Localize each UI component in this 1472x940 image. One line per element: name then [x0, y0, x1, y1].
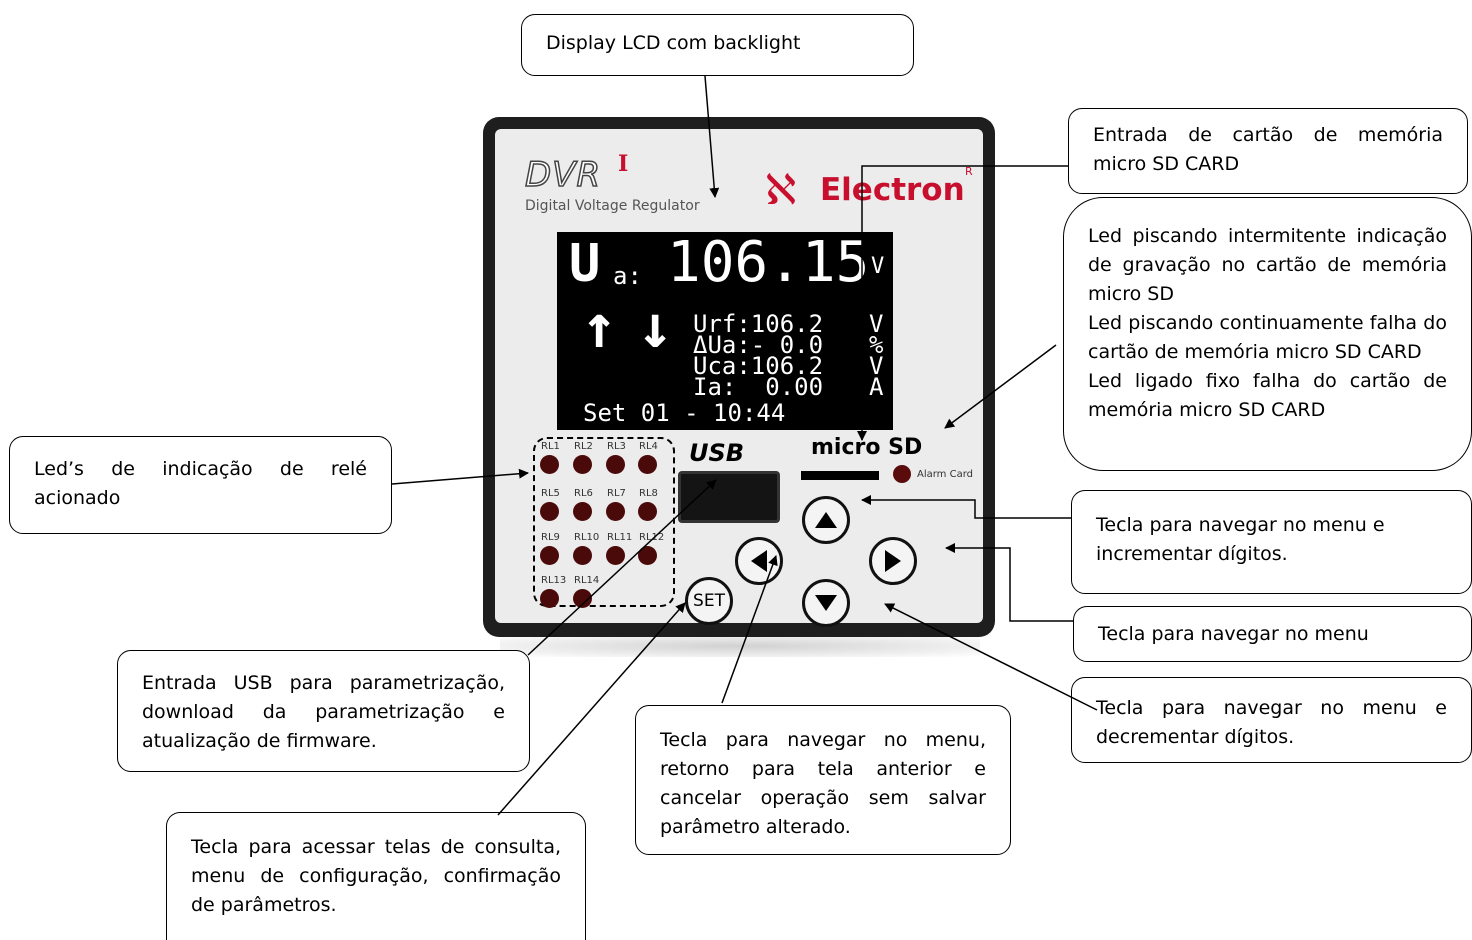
arrow-down-icon: ↓ [637, 292, 674, 362]
registered-mark: R [965, 165, 973, 178]
alarm-card-led [893, 465, 911, 483]
micro-sd-slot[interactable] [801, 471, 879, 480]
callout-key-right-text: Tecla para navegar no menu [1098, 623, 1369, 645]
triangle-right-icon [885, 550, 901, 572]
relay-led [606, 455, 625, 474]
alarm-card-label: Alarm Card [917, 469, 973, 480]
arrow-up-icon: ↑ [581, 292, 618, 362]
relay-label: RL11 [607, 532, 633, 543]
relay-label: RL6 [574, 488, 593, 499]
relay-label: RL9 [541, 532, 560, 543]
callout-sd-entry-text: Entrada de cartão de memória micro SD CA… [1093, 124, 1443, 175]
usb-port[interactable] [678, 471, 780, 523]
relay-label: RL5 [541, 488, 560, 499]
relay-led [606, 502, 625, 521]
model-subtitle: Digital Voltage Regulator [525, 198, 700, 214]
relay-label: RL12 [639, 532, 665, 543]
relay-led [573, 502, 592, 521]
callout-relay-leds-text: Led’s de indicação de relé acionado [34, 458, 367, 509]
triangle-left-icon [751, 550, 767, 572]
callout-display: Display LCD com backlight [521, 14, 914, 76]
triangle-up-icon [815, 512, 837, 528]
callout-usb: Entrada USB para parametrização, downloa… [117, 650, 530, 772]
relay-led [606, 546, 625, 565]
lcd-main-symbol: U [569, 234, 601, 294]
callout-display-text: Display LCD com backlight [546, 32, 801, 54]
relay-label: RL7 [607, 488, 626, 499]
lcd-display: U a: 106.15 V ↑ ↓ Urf:106.2 V ΔUa:- 0.0 … [557, 230, 893, 430]
triangle-down-icon [815, 595, 837, 611]
relay-label: RL8 [639, 488, 658, 499]
callout-key-left: Tecla para navegar no menu, retorno para… [635, 705, 1011, 855]
lcd-main-value: 106.15 [667, 230, 870, 295]
relay-label: RL1 [541, 441, 560, 452]
micro-sd-logo: micro SD [811, 435, 923, 460]
relay-label: RL13 [541, 575, 567, 586]
relay-led [540, 502, 559, 521]
usb-logo: USB [689, 439, 745, 467]
callout-sd-led: Led piscando intermitente indicação de g… [1063, 197, 1472, 471]
electron-logo-icon: ℵ [765, 165, 797, 214]
up-key[interactable] [802, 496, 850, 544]
callout-key-down-text: Tecla para navegar no menu e decrementar… [1096, 697, 1447, 748]
relay-label: RL2 [574, 441, 593, 452]
lcd-main-sub: a: [613, 262, 642, 290]
relay-led [540, 455, 559, 474]
callout-sd-led-line: Led piscando intermitente indicação de g… [1088, 225, 1447, 305]
model-superscript: I [618, 151, 629, 177]
callout-relay-leds: Led’s de indicação de relé acionado [9, 436, 392, 534]
callout-sd-led-line: Led piscando continuamente falha do cart… [1088, 312, 1447, 363]
brand-name: Electron [820, 172, 965, 208]
callout-usb-text: Entrada USB para parametrização, downloa… [142, 672, 505, 752]
relay-label: RL4 [639, 441, 658, 452]
callout-sd-entry: Entrada de cartão de memória micro SD CA… [1068, 108, 1468, 194]
callout-key-set: Tecla para acessar telas de consulta, me… [166, 812, 586, 940]
relay-label: RL3 [607, 441, 626, 452]
relay-led [638, 455, 657, 474]
device-faceplate: DVR I Digital Voltage Regulator ℵ Electr… [495, 129, 983, 627]
callout-key-up: Tecla para navegar no menu e incrementar… [1071, 490, 1472, 594]
callout-key-up-text: Tecla para navegar no menu e incrementar… [1096, 514, 1385, 565]
callout-key-set-text: Tecla para acessar telas de consulta, me… [191, 836, 561, 916]
relay-led [638, 546, 657, 565]
lcd-row: ΔUa:- 0.0 [693, 331, 824, 359]
lcd-row-unit: A [869, 373, 884, 401]
relay-led [540, 546, 559, 565]
set-key[interactable]: SET [685, 577, 733, 625]
lcd-row: Uca:106.2 [693, 352, 824, 380]
relay-label: RL14 [574, 575, 600, 586]
lcd-row: Ia: 0.00 [693, 373, 824, 401]
callout-key-right: Tecla para navegar no menu [1073, 606, 1472, 662]
dvr-device: DVR I Digital Voltage Regulator ℵ Electr… [483, 117, 995, 637]
lcd-row: Urf:106.2 [693, 310, 824, 338]
callout-key-down: Tecla para navegar no menu e decrementar… [1071, 677, 1472, 763]
callout-sd-led-line: Led ligado fixo falha do cartão de memór… [1088, 370, 1447, 421]
relay-led [573, 455, 592, 474]
lcd-date: Set 01 - 10:44 [583, 399, 786, 427]
relay-label: RL10 [574, 532, 600, 543]
relay-led [540, 589, 559, 608]
left-key[interactable] [735, 537, 783, 585]
relay-led [573, 589, 592, 608]
down-key[interactable] [802, 579, 850, 627]
lcd-main-unit: V [871, 254, 885, 279]
callout-key-left-text: Tecla para navegar no menu, retorno para… [660, 729, 986, 838]
relay-led [638, 502, 657, 521]
relay-led [573, 546, 592, 565]
device-shadow [500, 635, 980, 657]
model-name: DVR [524, 154, 602, 196]
right-key[interactable] [869, 537, 917, 585]
